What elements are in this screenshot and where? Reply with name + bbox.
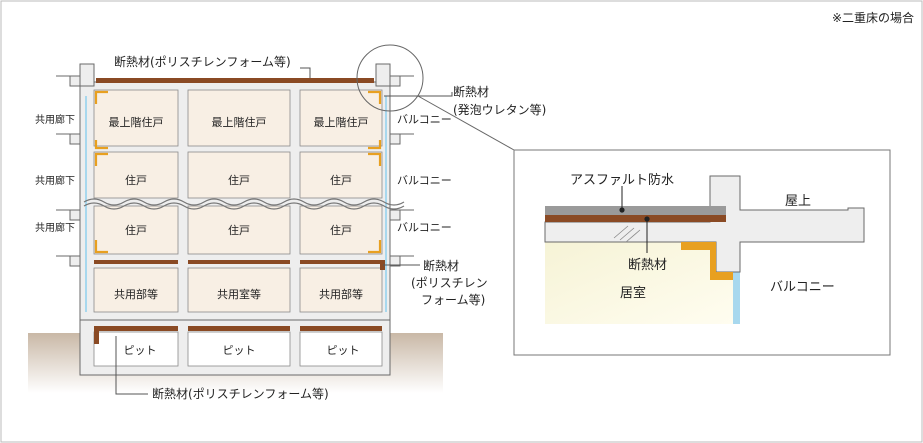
leader-lines — [115, 67, 453, 395]
unit-label-r4c2: 共用室等 — [217, 287, 261, 301]
roof-parapets — [79, 63, 391, 87]
bottom-insulation-label: 断熱材(ポリスチレンフォーム等) — [152, 386, 329, 401]
detail-hatch — [613, 225, 641, 243]
unit-label-r1c3: 最上階住戸 — [314, 115, 369, 129]
roof-insulation-board — [96, 78, 374, 83]
detail-connector-line — [417, 95, 515, 151]
unit-label-r2c2: 住戸 — [228, 173, 250, 187]
detail-glass — [733, 272, 740, 324]
left-label-2: 共用廊下 — [35, 174, 75, 187]
detail-insulation-layer — [545, 215, 726, 222]
note-text: ※二重床の場合 — [832, 10, 914, 25]
detail-waterproof-layer — [545, 206, 726, 215]
unit-label-r3c3: 住戸 — [330, 223, 352, 237]
right-label-3: バルコニー — [397, 221, 452, 234]
unit-label-r4c3: 共用部等 — [319, 287, 363, 301]
mid-insulation-label-3: フォーム等) — [421, 293, 485, 307]
urethane-insulation — [94, 90, 382, 254]
right-label-1: バルコニー — [397, 113, 452, 126]
left-label-3: 共用廊下 — [35, 221, 75, 234]
unit-label-r2c1: 住戸 — [125, 173, 147, 187]
roof-insulation-label-2: (発泡ウレタン等) — [453, 103, 546, 117]
detail-urethane — [681, 242, 733, 280]
pit-insulation-boards — [94, 326, 382, 344]
unit-label-r1c2: 最上階住戸 — [212, 115, 267, 129]
room-cells — [93, 89, 383, 313]
unit-label-r2c3: 住戸 — [330, 173, 352, 187]
pit-label-2: ピット — [223, 344, 256, 357]
detail-highlight-circle — [356, 44, 424, 112]
right-label-2: バルコニー — [397, 174, 452, 187]
detail-waterproof-label: アスファルト防水 — [570, 172, 674, 188]
roof-insulation-label-1: 断熱材 — [453, 84, 489, 99]
mid-insulation-label-1: 断熱材 — [423, 258, 459, 273]
detail-box: アスファルト防水 屋上 断熱材 居室 バルコニー — [513, 149, 891, 356]
pit-cells — [93, 331, 383, 367]
detail-room-label: 居室 — [620, 285, 646, 301]
left-label-1: 共用廊下 — [35, 113, 75, 126]
mid-insulation-label-2: (ポリスチレン — [411, 276, 488, 290]
top-insulation-label: 断熱材(ポリスチレンフォーム等) — [114, 54, 291, 69]
unit-label-r4c1: 共用部等 — [114, 287, 158, 301]
detail-insulation-label: 断熱材 — [628, 258, 667, 273]
pit-label-3: ピット — [327, 344, 360, 357]
detail-balcony-label: バルコニー — [770, 280, 835, 295]
floor-insulation-boards — [94, 260, 385, 270]
unit-label-r1c1: 最上階住戸 — [109, 115, 164, 129]
pit-label-1: ピット — [124, 344, 157, 357]
facade-glass — [85, 96, 387, 312]
unit-label-r3c2: 住戸 — [228, 223, 250, 237]
unit-labels: 最上階住戸 最上階住戸 最上階住戸 住戸 住戸 住戸 住戸 住戸 住戸 共用部等… — [109, 115, 369, 357]
detail-leader-lines — [621, 186, 648, 253]
break-line-upper — [83, 198, 405, 206]
unit-label-r3c1: 住戸 — [125, 223, 147, 237]
break-line-lower — [83, 202, 405, 210]
detail-room-fill — [545, 242, 735, 324]
detail-rooftop-label: 屋上 — [785, 194, 811, 209]
